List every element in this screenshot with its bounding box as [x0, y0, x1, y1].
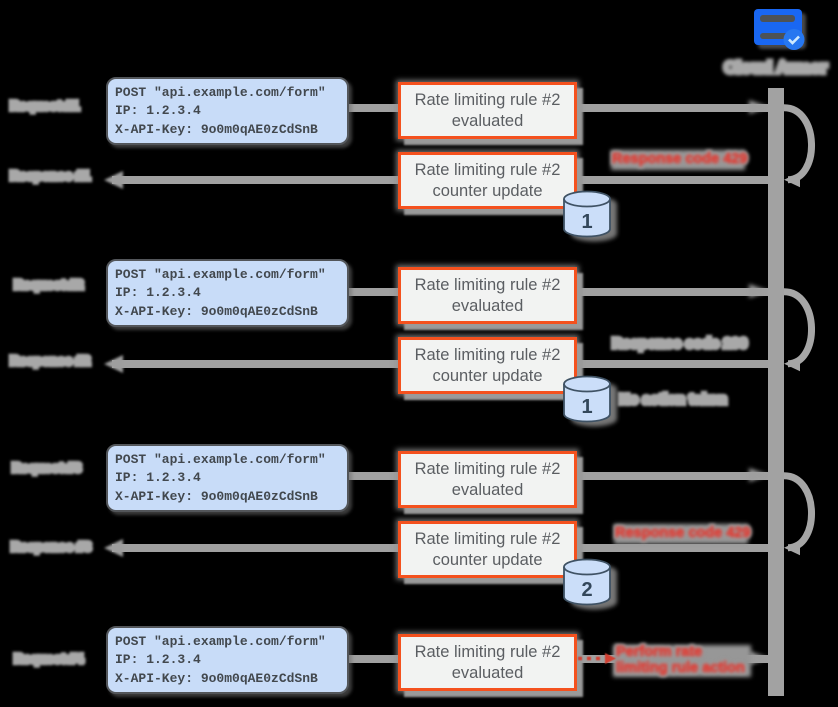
- svg-text:1: 1: [581, 211, 592, 233]
- svg-text:1: 1: [581, 396, 592, 418]
- svg-text:2: 2: [581, 579, 592, 601]
